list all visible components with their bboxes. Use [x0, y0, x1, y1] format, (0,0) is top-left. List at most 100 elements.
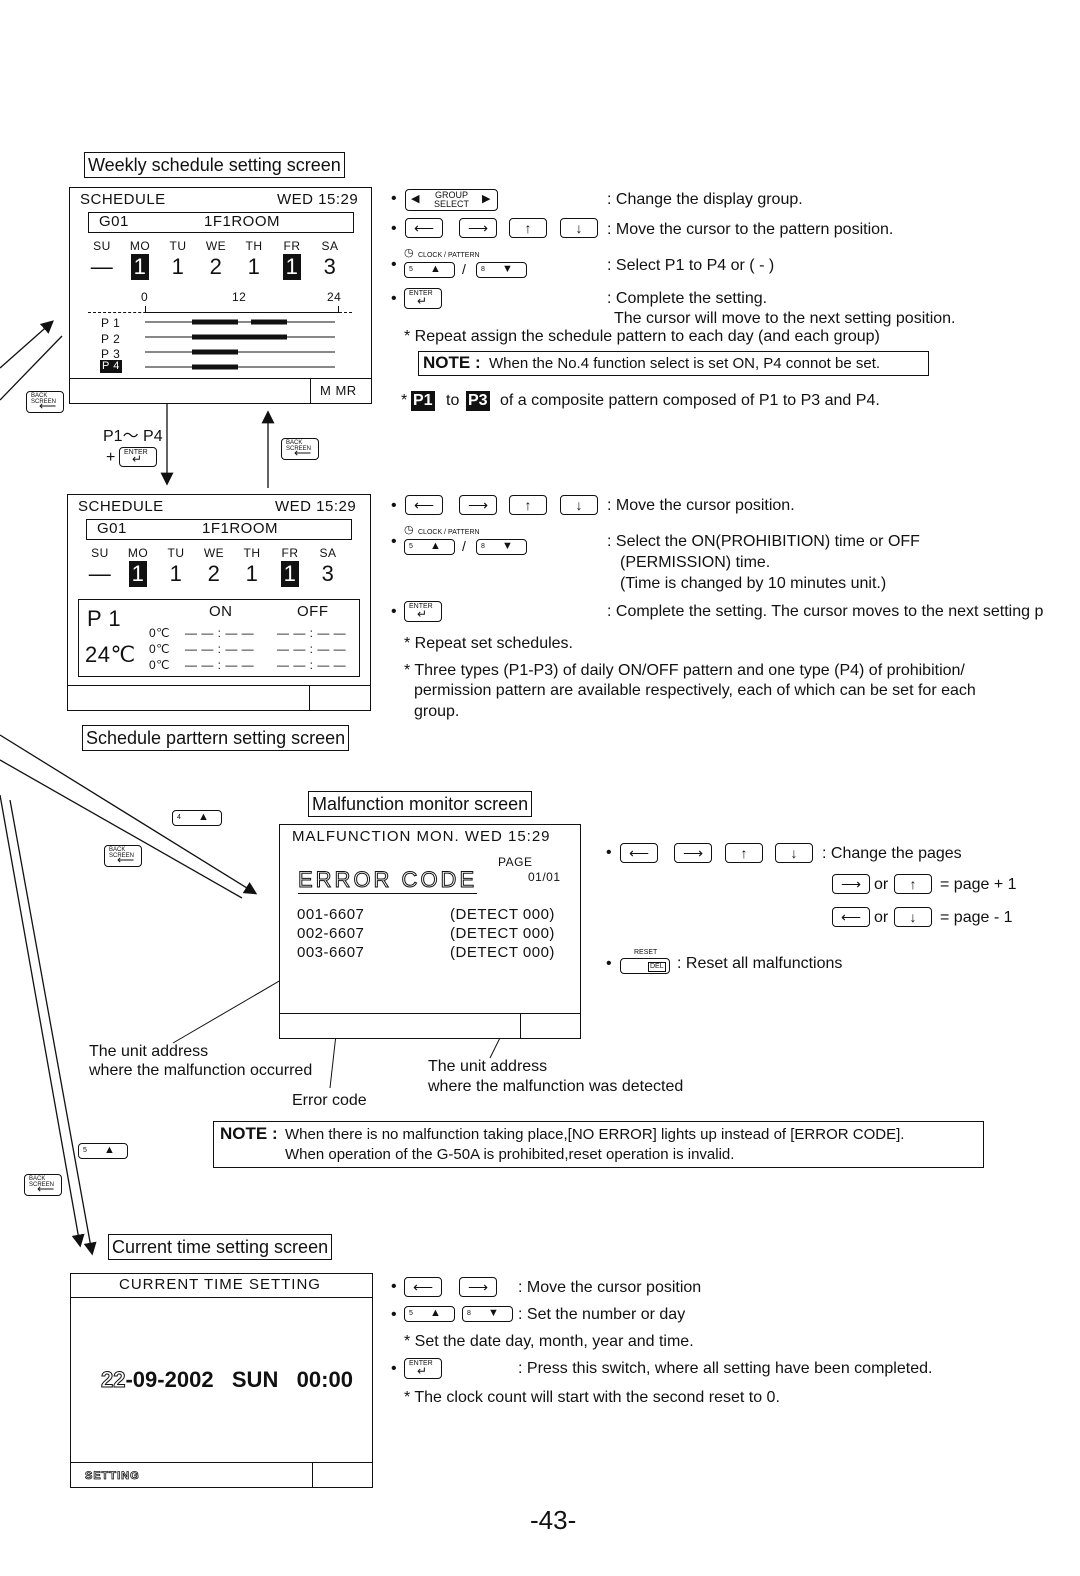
date-rest[interactable]: -09-2002 SUN 00:00 [125, 1367, 353, 1392]
key-8-down[interactable]: 8 ▼ [476, 539, 527, 555]
pattern-detail: P 1 24℃ ON OFF 0℃ 0℃ 0℃ — — : — — — — : … [78, 599, 360, 677]
up-arrow-key[interactable]: ↑ [725, 843, 763, 863]
day-value-3[interactable]: 2 [209, 254, 223, 279]
axis-12: 12 [232, 290, 247, 304]
right-arrow-key[interactable]: ⟶ [459, 1277, 497, 1297]
key-5-up[interactable]: 5 ▲ [404, 262, 455, 278]
day-value-2[interactable]: 1 [169, 561, 183, 586]
footer-sep [520, 1013, 521, 1038]
malfunction-lcd: MALFUNCTION MON. WED 15:29 PAGE 01/01 ER… [279, 824, 581, 1039]
day-value-5[interactable]: 1 [283, 254, 301, 280]
room-name: 1F1ROOM [204, 213, 281, 230]
right-arrow-key[interactable]: ⟶ [459, 495, 497, 515]
group-row: G01 1F1ROOM [88, 212, 354, 233]
off-header: OFF [297, 603, 329, 620]
footer-line [68, 685, 370, 686]
lcd-title: SCHEDULE [80, 191, 166, 208]
day-header-mo: MO [129, 239, 151, 253]
day-value-4[interactable]: 1 [245, 561, 259, 586]
up-arrow-key[interactable]: ↑ [509, 495, 547, 515]
reset-del-key[interactable]: DEL [620, 958, 670, 974]
left-arrow-icon: ⟵ [413, 497, 435, 513]
key-4-label: 4 [177, 814, 181, 821]
down-arrow-key[interactable]: ↓ [894, 907, 932, 927]
day-value-0[interactable]: — [90, 254, 114, 279]
day-value-3[interactable]: 2 [207, 561, 221, 586]
unit-addr-occurred-2: where the malfunction occurred [89, 1062, 313, 1079]
axis-0: 0 [141, 290, 149, 304]
down-triangle-icon: ▼ [502, 540, 513, 552]
key-8-down[interactable]: 8 ▼ [476, 262, 527, 278]
right-arrow-icon: ⟶ [467, 220, 489, 236]
day-value-5[interactable]: 1 [281, 561, 299, 587]
back-screen-key-bottom[interactable]: BACK SCREEN ⟵ [24, 1174, 62, 1196]
enter-key[interactable]: ENTER ↵ [404, 601, 442, 622]
error-addr-2: 002-6607 [297, 925, 365, 942]
on-slot-1[interactable]: — — : — — [185, 626, 255, 640]
down-arrow-key[interactable]: ↓ [560, 495, 598, 515]
day-value-4[interactable]: 1 [247, 254, 261, 279]
off-slot-1[interactable]: — — : — — [277, 626, 347, 640]
off-slot-3[interactable]: — — : — — [277, 658, 347, 672]
instr-complete: : Complete the setting. [607, 290, 768, 307]
date-day[interactable]: 22 [100, 1367, 126, 1393]
day-value-0[interactable]: — [88, 561, 112, 586]
footer-line [280, 1013, 580, 1014]
current-time-screen-label: Current time setting screen [108, 1234, 333, 1260]
down-arrow-icon: ↓ [575, 220, 583, 236]
bullet: • [391, 533, 397, 550]
day-value-1[interactable]: 1 [129, 561, 147, 587]
group-row: G01 1F1ROOM [86, 519, 352, 540]
left-arrow-key[interactable]: ⟵ [405, 495, 443, 515]
note-head: NOTE : [423, 353, 481, 372]
key-8-down[interactable]: 8 ▼ [462, 1306, 513, 1322]
left-arrow-key[interactable]: ⟵ [404, 1277, 442, 1297]
right-arrow-key[interactable]: ⟶ [459, 218, 497, 238]
off-slot-2[interactable]: — — : — — [277, 642, 347, 656]
instr-ct-set: : Set the number or day [518, 1306, 686, 1323]
composite-text: of a composite pattern composed of P1 to… [500, 392, 880, 409]
day-value-6[interactable]: 3 [323, 254, 337, 279]
back-screen-key[interactable]: BACK SCREEN ⟵ [281, 438, 319, 460]
on-slot-2[interactable]: — — : — — [185, 642, 255, 656]
up-arrow-key[interactable]: ↑ [894, 874, 932, 894]
key-5-up[interactable]: 5 ▲ [404, 539, 455, 555]
instr-repeat-2: * Repeat set schedules. [404, 635, 573, 652]
back-screen-key-mal[interactable]: BACK SCREEN ⟵ [104, 845, 142, 867]
enter-key[interactable]: ENTER ↵ [404, 288, 442, 309]
key-4-up[interactable]: 4 ▲ [172, 810, 222, 826]
footer-sep [309, 685, 310, 710]
on-slot-3[interactable]: — — : — — [185, 658, 255, 672]
enter-key[interactable]: ENTER ↵ [404, 1358, 442, 1379]
enter-key-transition[interactable]: ENTER ↵ [119, 447, 157, 467]
instr-ct-press: : Press this switch, where all setting h… [518, 1360, 933, 1377]
day-value-1[interactable]: 1 [131, 254, 149, 280]
day-value-6[interactable]: 3 [321, 561, 335, 586]
note-text: When the No.4 function select is set ON,… [489, 355, 881, 372]
right-arrow-key[interactable]: ⟶ [832, 874, 870, 894]
enter-label: ENTER [409, 290, 433, 297]
left-arrow-key[interactable]: ⟵ [405, 218, 443, 238]
key-5-up[interactable]: 5 ▲ [404, 1306, 455, 1322]
slash: / [462, 538, 466, 554]
down-arrow-key[interactable]: ↓ [560, 218, 598, 238]
instr-change-pages: : Change the pages [822, 845, 962, 862]
bullet: • [606, 844, 612, 861]
day-value-2[interactable]: 1 [171, 254, 185, 279]
composite-to: to [446, 392, 460, 409]
enter-label: ENTER [409, 1360, 433, 1367]
down-arrow-icon: ↓ [909, 909, 917, 925]
row-temp-3: 0℃ [149, 658, 171, 672]
left-arrow-key[interactable]: ⟵ [620, 843, 658, 863]
back-screen-key-left[interactable]: BACK SCREEN ⟵ [26, 391, 64, 413]
left-arrow-key[interactable]: ⟵ [832, 907, 870, 927]
day-header-su: SU [93, 239, 111, 253]
up-arrow-icon: ↑ [740, 845, 748, 861]
key-5-up-left[interactable]: 5 ▲ [78, 1143, 128, 1159]
pattern-p3: P 3 [101, 347, 121, 361]
down-arrow-key[interactable]: ↓ [775, 843, 813, 863]
right-arrow-key[interactable]: ⟶ [674, 843, 712, 863]
up-arrow-key[interactable]: ↑ [509, 218, 547, 238]
group-select-key[interactable]: ◀ GROUP SELECT ▶ [405, 189, 498, 211]
